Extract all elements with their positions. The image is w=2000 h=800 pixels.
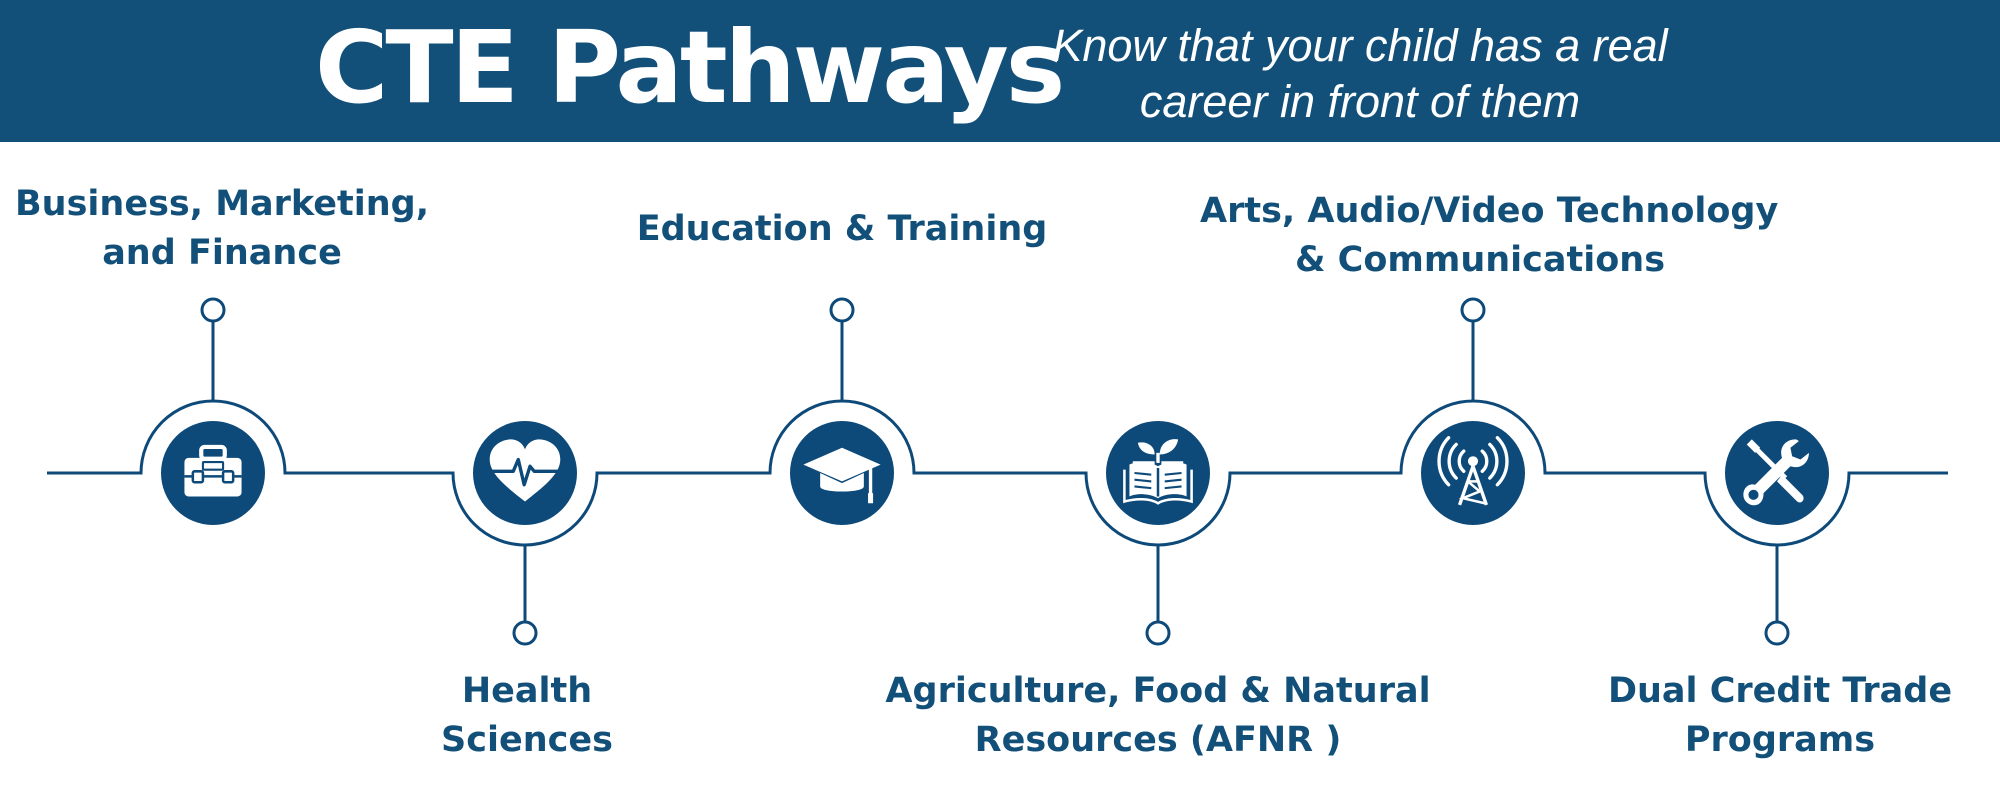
label-business-line-2: and Finance <box>102 233 342 273</box>
label-agriculture-line-1: Agriculture, Food & Natural <box>885 671 1431 711</box>
page-title: CTE Pathways <box>315 9 1065 126</box>
label-arts-line-2: & Communications <box>1294 240 1666 280</box>
connector-node <box>1764 620 1790 646</box>
label-education-training: Education & Training <box>562 205 1122 254</box>
label-business-marketing-finance: Business, Marketing, and Finance <box>0 180 502 278</box>
label-business-line-1: Business, Marketing, <box>14 184 429 224</box>
label-dual-credit-line-2: Programs <box>1684 720 1876 760</box>
label-dual-credit-line-1: Dual Credit Trade <box>1607 671 1953 711</box>
tagline: Know that your child has a real career i… <box>1040 18 1680 130</box>
connector-node <box>512 620 538 646</box>
label-education-line-1: Education & Training <box>636 209 1048 249</box>
connector-node <box>1460 297 1486 323</box>
connector-node <box>829 297 855 323</box>
label-arts-av-technology-communications: Arts, Audio/Video Technology & Communica… <box>1200 187 1779 285</box>
label-arts-line-1: Arts, Audio/Video Technology <box>1200 191 1779 231</box>
tagline-line-2: career in front of them <box>1139 76 1581 127</box>
connector-node <box>200 297 226 323</box>
label-health-line-2: Sciences <box>441 720 613 760</box>
label-health-sciences: Health Sciences <box>247 667 807 765</box>
label-health-line-1: Health <box>461 671 593 711</box>
icon-badge <box>1421 421 1525 525</box>
label-agriculture-line-2: Resources (AFNR ) <box>974 720 1342 760</box>
header-banner: CTE Pathways Know that your child has a … <box>0 0 2000 142</box>
timeline-line <box>47 399 1948 547</box>
label-dual-credit-trade-programs: Dual Credit Trade Programs <box>1500 667 2000 765</box>
connector-node <box>1145 620 1171 646</box>
label-agriculture-food-natural-resources: Agriculture, Food & Natural Resources (A… <box>878 667 1438 765</box>
tagline-line-1: Know that your child has a real <box>1052 20 1668 71</box>
